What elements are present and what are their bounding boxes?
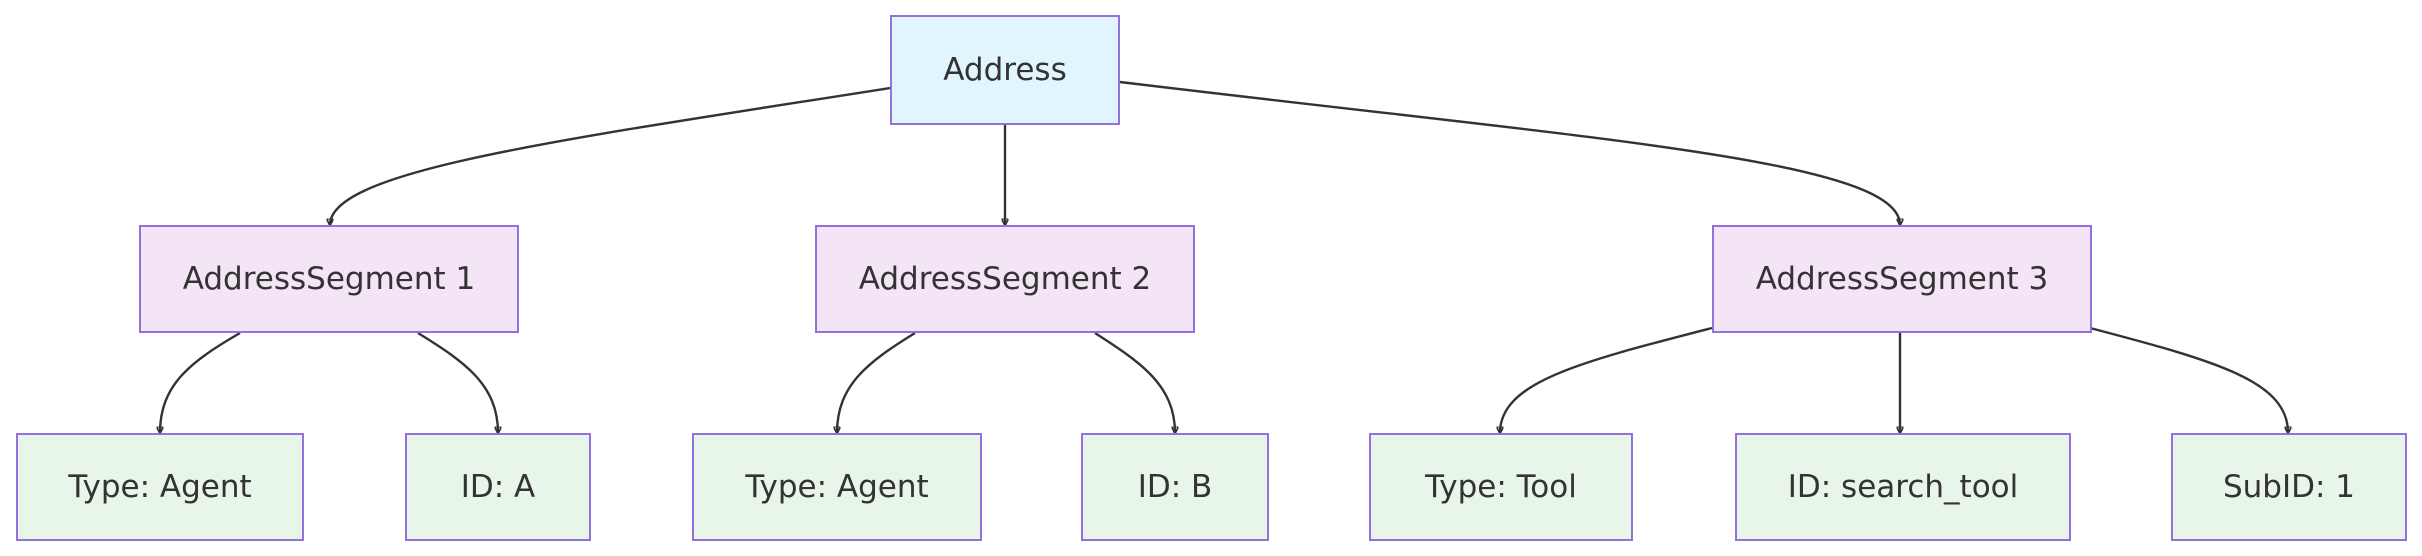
edge-segment2-to-type: [837, 331, 916, 433]
edge-segment3-to-type: [1500, 326, 1713, 433]
node-segment3-subid[interactable]: SubID: 1: [2171, 433, 2407, 541]
edge-segment1-to-type: [160, 331, 241, 433]
node-address-segment-2[interactable]: AddressSegment 2: [815, 225, 1195, 333]
edge-address-to-segment1: [330, 86, 891, 225]
node-segment3-type[interactable]: Type: Tool: [1369, 433, 1633, 541]
edge-segment3-to-subid: [2089, 326, 2288, 433]
node-segment3-id[interactable]: ID: search_tool: [1735, 433, 2071, 541]
edge-segment2-to-id: [1094, 331, 1175, 433]
edge-address-to-segment3: [1119, 80, 1900, 225]
node-address-segment-1[interactable]: AddressSegment 1: [139, 225, 519, 333]
node-address[interactable]: Address: [890, 15, 1120, 125]
node-address-segment-3[interactable]: AddressSegment 3: [1712, 225, 2092, 333]
node-segment2-type[interactable]: Type: Agent: [692, 433, 982, 541]
node-segment1-id[interactable]: ID: A: [405, 433, 591, 541]
node-segment1-type[interactable]: Type: Agent: [16, 433, 304, 541]
node-segment2-id[interactable]: ID: B: [1081, 433, 1269, 541]
edge-segment1-to-id: [417, 331, 498, 433]
